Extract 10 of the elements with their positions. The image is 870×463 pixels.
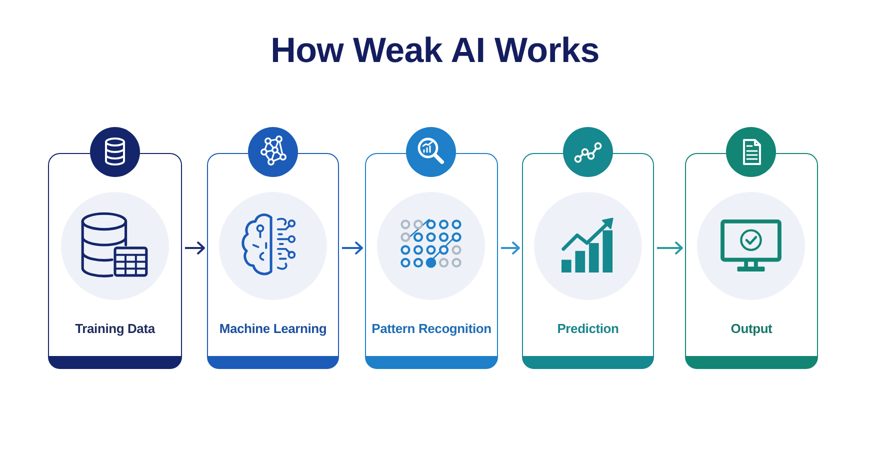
title: How Weak AI Works [270,30,600,72]
step-label: Training Data [75,321,155,337]
arrow [501,242,520,254]
step-label: Output [730,321,772,337]
arrow [657,242,683,254]
step-label: Machine Learning [219,321,327,337]
arrow [342,242,363,254]
arrow [185,242,205,254]
step-label: Prediction [557,321,619,337]
step-label: Pattern Recognition [372,321,492,337]
